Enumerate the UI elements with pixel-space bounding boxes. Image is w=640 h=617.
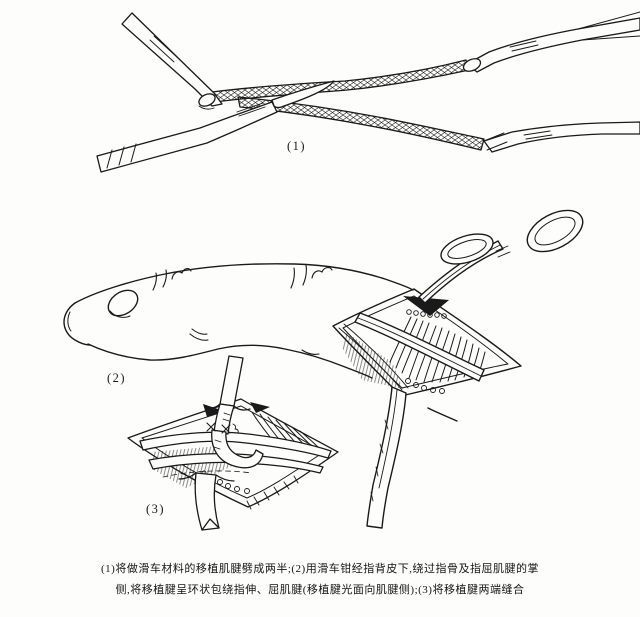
tendon-curl: [198, 93, 216, 107]
tendon-half-lower: [237, 96, 485, 151]
panel-1-label: (1): [287, 139, 307, 153]
tendon-half-upper: [211, 59, 470, 103]
incision-outline: [127, 398, 339, 508]
caption-line-2: 侧,将移植腱呈环状包绕指伸、屈肌腱(移植腱光面向肌腱侧);(3)将移植腱两端缝合: [115, 584, 525, 596]
forceps-icon-2: [483, 121, 640, 153]
panel-2-label: (2): [107, 371, 127, 385]
panel-1-tendon-splitting: [96, 11, 640, 173]
scalpel-icon: [96, 80, 335, 173]
caption-line-1: (1)将做滑车材料的移植肌腱劈成两半;(2)用滑车钳经指背皮下,绕过指骨及指屈肌…: [101, 563, 539, 575]
tendon-fibers: [251, 411, 321, 450]
knuckle-creases: [152, 264, 333, 355]
finger-outline: [63, 263, 458, 422]
graft-strip-top: [219, 355, 244, 407]
hemostat-icon: [418, 209, 584, 304]
forceps-icon: [462, 11, 640, 73]
graft-strip-bottom: [194, 472, 220, 531]
panel-3-label: (3): [146, 502, 166, 516]
scalpel-blade: [271, 80, 335, 109]
suture-stitches: [206, 422, 239, 434]
figure-caption: (1)将做滑车材料的移植肌腱劈成两半;(2)用滑车钳经指背皮下,绕过指骨及指屈肌…: [0, 559, 640, 601]
panel-2-finger-hemostat: [63, 209, 584, 529]
scalpel-icon-2: [121, 12, 223, 107]
panel-3-tendon-loop-incision: [127, 355, 339, 531]
tendon-loop: [211, 429, 264, 469]
incision-outline: [332, 288, 522, 397]
graft-strip: [366, 386, 407, 529]
fingernail: [107, 289, 139, 317]
